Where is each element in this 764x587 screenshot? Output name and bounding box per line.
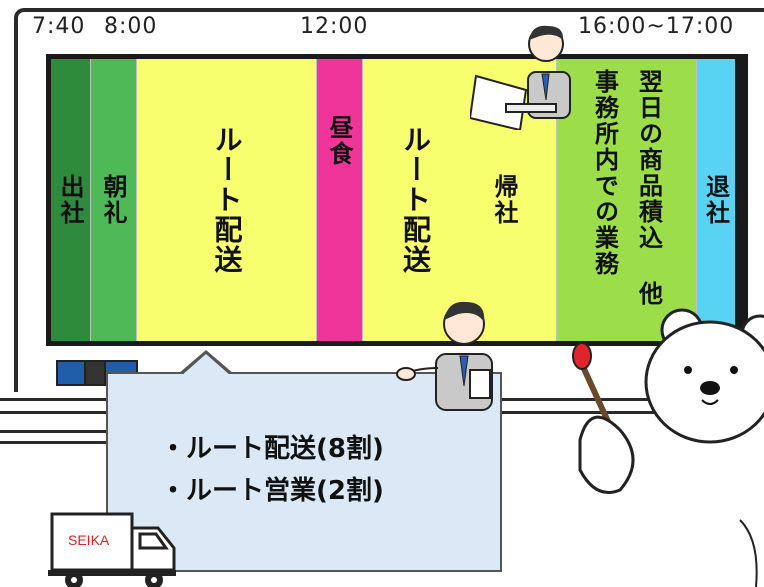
job-ratio-sales: ・ルート営業(2割) [160, 476, 384, 506]
job-ratio-bubble [106, 372, 502, 572]
bubble-tail-inner [181, 354, 231, 376]
segment-office-tasks-label: 事務所内での業務 [590, 69, 619, 277]
segment-lunch-label: 昼食 [325, 115, 353, 167]
truck-logo-text: SEIKA [68, 532, 110, 548]
segment-next-day-loading-label: 翌日の商品積込 他 [634, 69, 663, 307]
segment-lunch: 昼食 [317, 59, 363, 341]
segment-check-in-label: 出社 [56, 174, 84, 226]
time-label-morning: 8:00 [104, 14, 158, 39]
whiteboard-rail-lower [0, 430, 110, 444]
job-ratio-list: ・ルート配送(8割) ・ルート営業(2割) [160, 428, 384, 512]
segment-route-delivery-pm-label: ルート配送 [399, 125, 432, 275]
segment-route-delivery-am: ルート配送 [137, 59, 317, 341]
segment-leave-work: 退社 [697, 59, 735, 341]
time-label-noon: 12:00 [300, 14, 369, 39]
segment-morning-meeting-label: 朝礼 [99, 174, 127, 226]
time-label-start: 7:40 [32, 14, 86, 39]
time-label-end: 16:00~17:00 [578, 14, 735, 39]
businessman-laptop-icon [470, 25, 571, 130]
segment-leave-work-label: 退社 [701, 174, 730, 226]
segment-return-label: 帰社 [490, 174, 518, 226]
segment-office-work: 事務所内での業務 翌日の商品積込 他 [557, 59, 697, 341]
job-ratio-delivery: ・ルート配送(8割) [160, 434, 384, 464]
segment-route-delivery-am-label: ルート配送 [210, 125, 244, 275]
polar-bear-pointer-icon [572, 308, 764, 587]
businessman-presenting-icon [396, 301, 493, 411]
truck-icon [48, 512, 176, 587]
segment-check-in: 出社 [51, 59, 91, 341]
segment-morning-meeting: 朝礼 [91, 59, 137, 341]
